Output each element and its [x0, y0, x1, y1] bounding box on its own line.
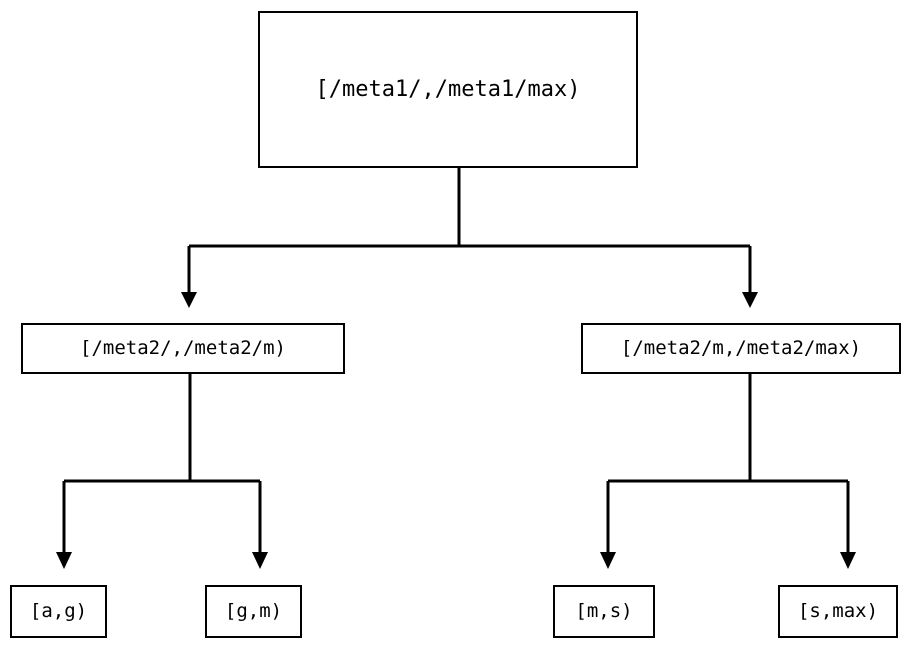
tree-node-leaf-ms-label: [m,s): [575, 600, 633, 622]
tree-node-root-label: [/meta1/,/meta1/max): [315, 76, 581, 102]
tree-node-mid-right-label: [/meta2/m,/meta2/max): [620, 337, 862, 359]
tree-node-root[interactable]: [/meta1/,/meta1/max): [258, 11, 638, 168]
tree-node-mid-left-label: [/meta2/,/meta2/m): [80, 337, 286, 359]
tree-node-leaf-gm-label: [g,m): [224, 600, 283, 622]
arrowhead-to-mid-right: [742, 292, 758, 308]
tree-node-leaf-gm[interactable]: [g,m): [205, 585, 302, 638]
arrowhead-to-leaf-gm: [252, 552, 268, 569]
arrowhead-to-leaf-ms: [600, 552, 616, 569]
arrowhead-to-leaf-ag: [56, 552, 72, 569]
tree-node-leaf-ag[interactable]: [a,g): [10, 585, 107, 638]
tree-node-leaf-ag-label: [a,g): [29, 600, 88, 622]
arrowhead-to-mid-left: [181, 292, 197, 308]
arrowhead-to-leaf-smax: [840, 552, 856, 569]
tree-node-leaf-ms[interactable]: [m,s): [553, 585, 655, 638]
tree-node-mid-left[interactable]: [/meta2/,/meta2/m): [21, 323, 345, 374]
tree-node-leaf-smax-label: [s,max): [797, 600, 879, 622]
tree-node-leaf-smax[interactable]: [s,max): [778, 585, 898, 638]
tree-node-mid-right[interactable]: [/meta2/m,/meta2/max): [581, 323, 901, 374]
